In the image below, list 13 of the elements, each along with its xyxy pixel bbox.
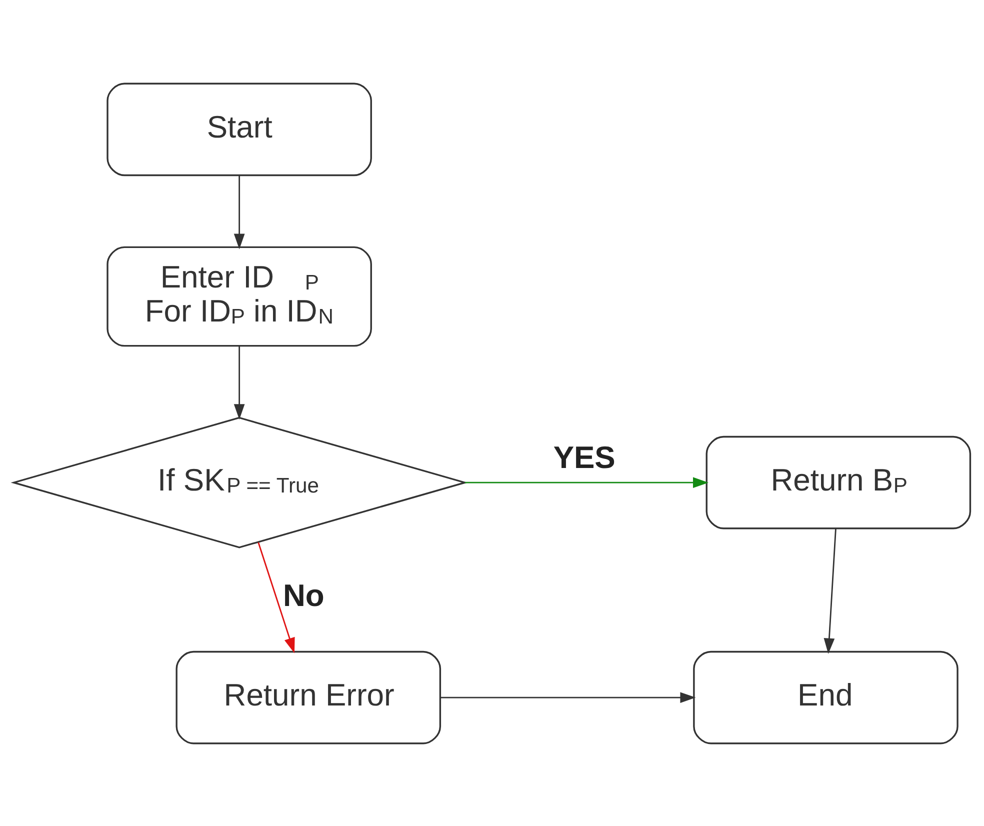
arrow (258, 542, 295, 653)
node-box: Return BP (706, 435, 972, 529)
node-box: End (693, 650, 958, 744)
arrow (440, 692, 696, 702)
edge-label: YES (553, 439, 616, 474)
node-box: Return Error (176, 650, 442, 744)
arrow (234, 174, 245, 249)
node-box: Start (106, 82, 372, 176)
node-diamond: If SKP == True (10, 416, 468, 548)
arrow (464, 476, 709, 488)
arrow (824, 528, 836, 654)
arrow (234, 346, 245, 420)
edge-label: No (283, 578, 324, 613)
